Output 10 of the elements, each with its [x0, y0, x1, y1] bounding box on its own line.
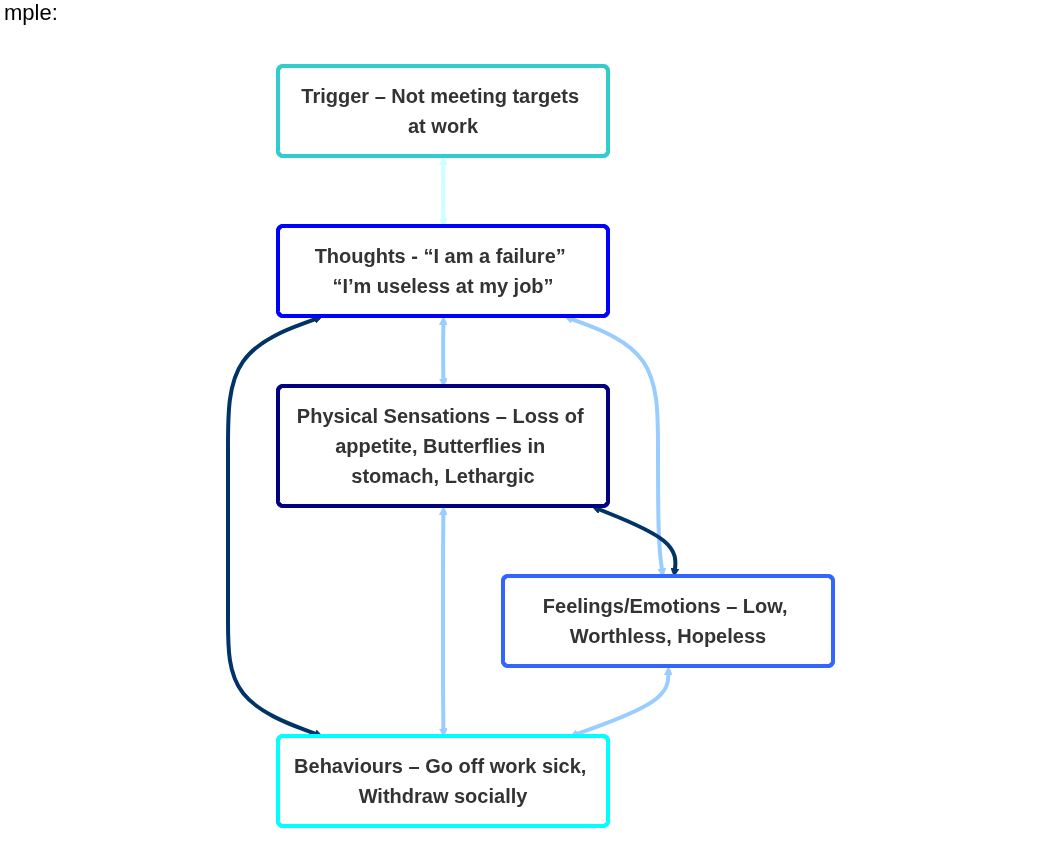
node-text: Thoughts - “I am a failure” “I’m useless at my job” [314, 245, 566, 297]
arrow [591, 505, 679, 577]
node-text: Physical Sensations – Loss of appetite, Butterflies in stomach, Lethargic [296, 405, 584, 487]
node-text: Feelings/Emotions – Low, Worthless, Hopeless [542, 595, 788, 647]
note-text: mple: [4, 0, 58, 26]
arrow [438, 156, 448, 227]
arrow [438, 506, 448, 737]
node-text: Behaviours – Go off work sick, Withdraw socially [293, 755, 586, 807]
arrow [438, 316, 448, 387]
node-text: Trigger – Not meeting targets at work [300, 85, 579, 137]
